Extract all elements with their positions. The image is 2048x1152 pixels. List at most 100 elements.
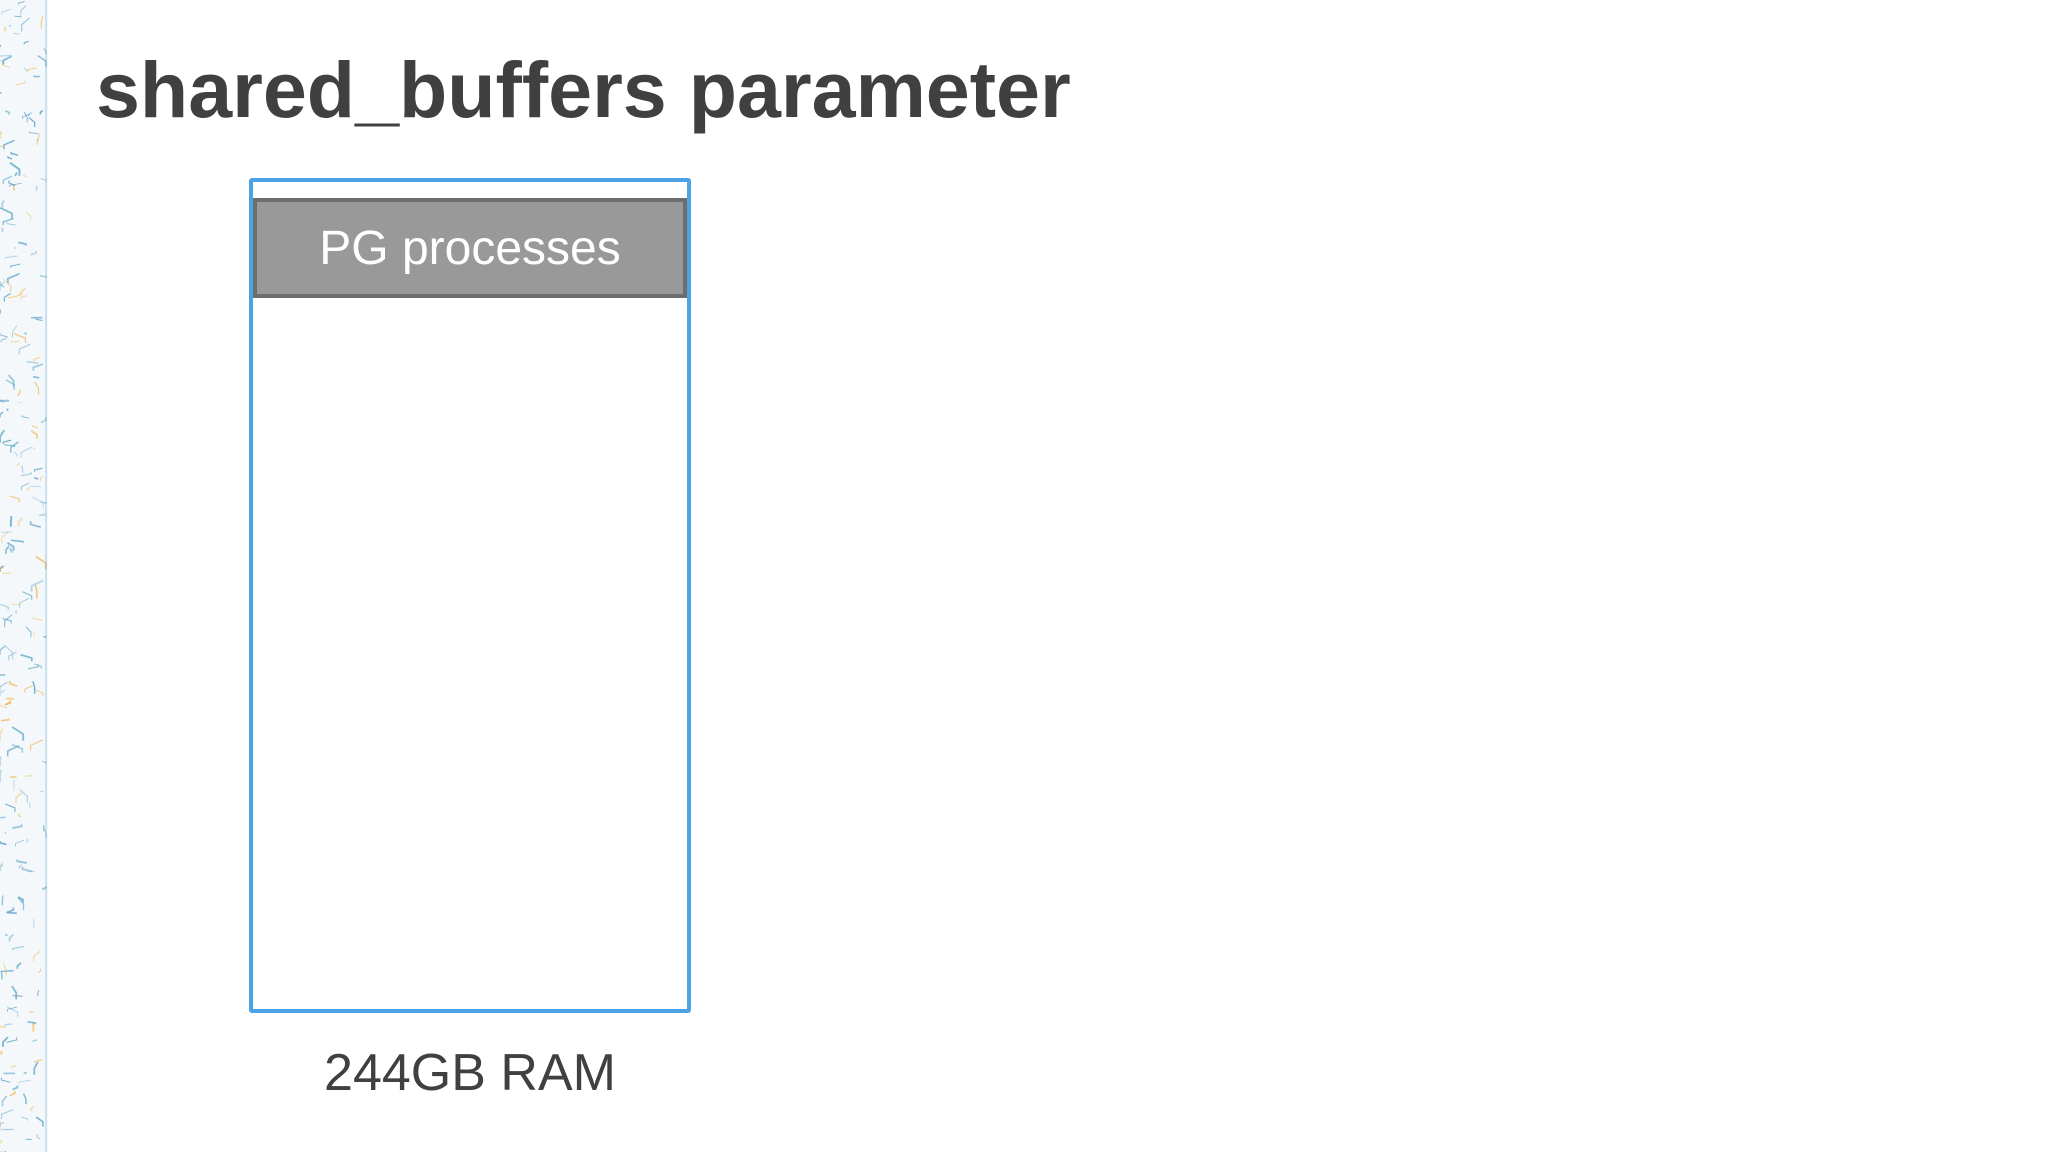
pattern-trace [21, 17, 30, 32]
pattern-trace [1, 531, 9, 544]
pattern-trace [3, 279, 12, 293]
pattern-trace [2, 1036, 9, 1047]
pattern-trace [17, 517, 24, 527]
pattern-trace [0, 603, 10, 611]
pattern-trace [1, 531, 13, 533]
pattern-trace [6, 744, 20, 757]
pattern-trace [40, 417, 47, 424]
pattern-trace [40, 177, 47, 182]
pattern-trace [20, 654, 33, 662]
pattern-trace [4, 26, 7, 32]
pattern-trace [12, 824, 23, 830]
pattern-trace [5, 379, 15, 390]
pattern-trace [0, 1139, 3, 1144]
pattern-trace [25, 487, 30, 492]
pattern-trace [32, 496, 44, 509]
pattern-trace [6, 222, 16, 226]
pattern-trace [9, 495, 20, 503]
pg-processes-label: PG processes [319, 221, 621, 275]
pattern-trace [39, 109, 44, 115]
pattern-trace [28, 116, 36, 128]
pattern-trace [2, 963, 7, 976]
pattern-trace [0, 281, 5, 291]
pattern-trace [21, 415, 29, 419]
pattern-trace [26, 361, 39, 364]
pattern-trace [9, 182, 22, 187]
pattern-trace [10, 263, 21, 268]
pattern-trace [0, 332, 8, 338]
pattern-trace [21, 1116, 28, 1121]
pattern-trace [7, 911, 17, 915]
pattern-trace [21, 866, 33, 873]
pattern-trace [16, 962, 22, 969]
pattern-trace [0, 207, 13, 219]
pattern-trace [0, 1051, 3, 1055]
pattern-trace [40, 475, 43, 481]
pattern-trace [19, 1079, 31, 1084]
pattern-trace [0, 145, 5, 148]
pattern-trace [31, 1039, 37, 1042]
pattern-trace [5, 933, 8, 937]
pattern-trace [16, 462, 20, 467]
pattern-trace [4, 700, 12, 706]
pattern-trace [34, 1059, 43, 1064]
pattern-trace [7, 1006, 17, 1012]
pattern-trace [9, 162, 21, 176]
pattern-trace [30, 579, 44, 592]
pattern-trace [34, 381, 40, 395]
pattern-trace [23, 40, 29, 45]
pattern-trace [4, 831, 7, 834]
pattern-trace [37, 54, 47, 67]
pattern-trace [0, 862, 3, 866]
pattern-trace [2, 618, 12, 624]
pattern-trace [0, 566, 4, 573]
pattern-trace [6, 542, 15, 551]
pattern-trace [4, 803, 16, 812]
pattern-trace [12, 185, 15, 191]
pattern-trace [7, 272, 20, 284]
pattern-trace [10, 151, 19, 156]
pattern-trace [20, 287, 26, 295]
pattern-trace [32, 375, 40, 379]
pattern-trace [29, 485, 41, 488]
pattern-trace [15, 994, 19, 997]
pattern-trace [28, 131, 40, 135]
pattern-trace [35, 1116, 44, 1127]
pattern-trace [40, 15, 44, 29]
pattern-trace [0, 1121, 5, 1127]
pattern-trace [0, 728, 4, 741]
pattern-trace [3, 139, 15, 150]
pattern-trace [0, 703, 8, 709]
pattern-trace [0, 131, 3, 139]
pattern-trace [6, 1037, 18, 1043]
pattern-trace [22, 114, 30, 119]
pattern-trace [21, 465, 24, 473]
pattern-trace [8, 680, 18, 688]
pattern-trace [23, 174, 27, 178]
pattern-trace [30, 250, 37, 256]
pattern-trace [27, 67, 37, 72]
pattern-trace [4, 614, 13, 628]
pattern-trace [16, 389, 21, 397]
pattern-trace [20, 5, 27, 16]
pattern-trace [18, 1, 25, 5]
pattern-trace [32, 617, 43, 621]
pattern-trace [22, 591, 33, 600]
pattern-trace [32, 950, 41, 962]
pattern-trace [0, 44, 2, 48]
pattern-trace [1, 1095, 8, 1107]
pattern-trace [40, 501, 47, 504]
pattern-trace [2, 439, 12, 444]
pattern-trace [0, 816, 6, 819]
pattern-trace [32, 363, 44, 371]
pattern-trace [12, 1085, 19, 1091]
pattern-trace [0, 969, 14, 973]
pattern-trace [33, 1061, 39, 1075]
pattern-trace [2, 55, 12, 65]
pattern-trace [36, 1134, 41, 1140]
pattern-trace [0, 411, 4, 418]
pattern-trace [1, 718, 10, 722]
pattern-trace [30, 739, 43, 751]
pattern-trace [7, 156, 13, 160]
pattern-trace [0, 398, 5, 404]
